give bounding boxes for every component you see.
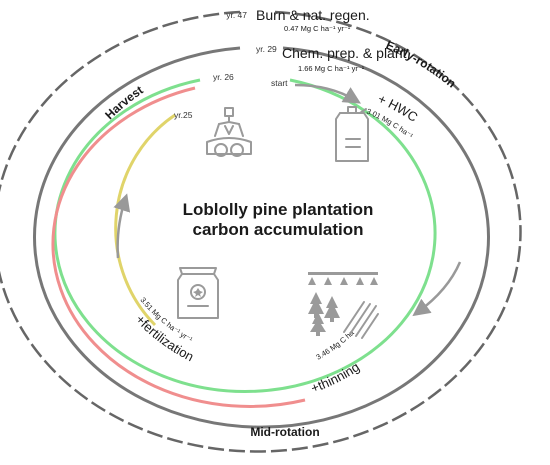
- fertilizer-bag-icon: [177, 267, 219, 319]
- diagram-title-line2: carbon accumulation: [193, 220, 364, 239]
- chem-rate: 1.66 Mg C ha⁻¹ yr⁻¹: [298, 64, 365, 73]
- thinning-ring: [51, 86, 306, 408]
- fertilization-ring: [114, 113, 176, 327]
- thinning-label: +thinning: [309, 359, 362, 396]
- hwc-year-label: yr. 26: [213, 72, 234, 82]
- burn-label: Burn & nat. regen.: [256, 7, 370, 23]
- burn-regen-ring: [0, 10, 522, 453]
- forest-thinning-icon: [308, 272, 379, 339]
- fertilization-year-label: yr.25: [174, 110, 193, 120]
- harvester-icon: [206, 107, 252, 157]
- herbicide-jug-icon: [335, 106, 369, 162]
- right-arrow: [412, 261, 462, 317]
- start-arrow: [294, 83, 362, 104]
- chem-year-label: yr. 29: [256, 44, 277, 54]
- hwc-ring: [53, 78, 437, 393]
- start-label: start: [271, 78, 288, 88]
- phase-mid-rotation-label: Mid-rotation: [250, 425, 319, 439]
- chem-label: Chem. prep. & plant: [282, 45, 407, 61]
- left-arrow: [113, 193, 131, 259]
- chem-prep-ring: [33, 46, 490, 429]
- burn-rate: 0.47 Mg C ha⁻¹ yr⁻¹: [284, 24, 351, 33]
- diagram-title-line1: Loblolly pine plantation: [183, 200, 374, 219]
- burn-year-label: yr. 47: [226, 10, 247, 20]
